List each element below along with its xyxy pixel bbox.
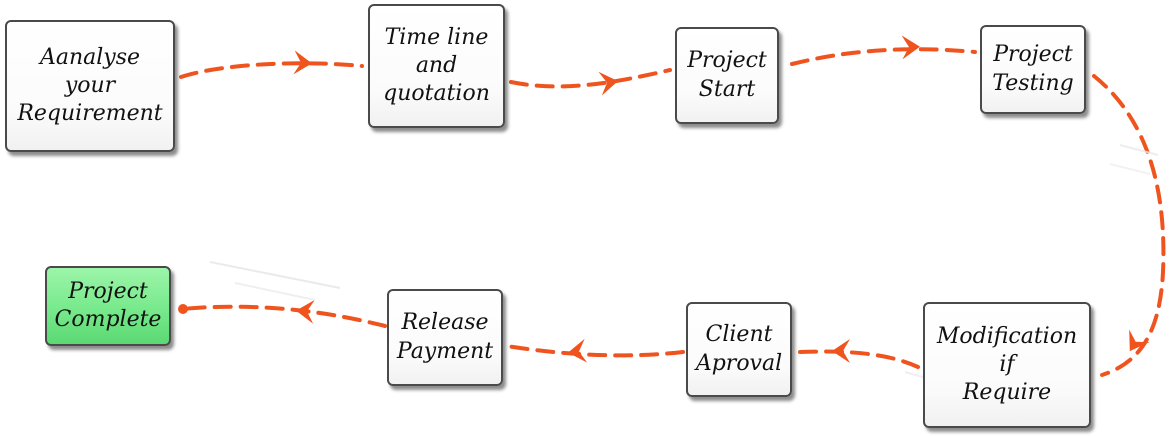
arrowhead-6 xyxy=(568,338,588,363)
step-label: Modification if Require xyxy=(936,323,1078,406)
step-analyse-requirement: Aanalyse your Requirement xyxy=(5,20,175,152)
sheen-line xyxy=(1109,163,1151,175)
step-label: Project Complete xyxy=(54,278,162,332)
connector-start-to-testing xyxy=(790,47,977,66)
sheen-line xyxy=(1119,144,1159,156)
step-project-complete: Project Complete xyxy=(45,266,171,346)
connector-approval-to-payment xyxy=(505,344,685,358)
connectors xyxy=(178,47,1166,377)
arrowhead-4 xyxy=(1129,329,1150,352)
sheen-line xyxy=(234,282,316,301)
arrowhead-5 xyxy=(832,339,850,363)
step-modification: Modification if Require xyxy=(923,302,1091,428)
step-timeline-quotation: Time line and quotation xyxy=(368,4,505,128)
arrowhead-1 xyxy=(293,50,312,75)
step-client-approval: Client Aproval xyxy=(686,302,792,397)
step-project-testing: Project Testing xyxy=(980,25,1086,114)
step-project-start: Project Start xyxy=(675,27,779,124)
decorative-sheens xyxy=(209,144,1159,389)
connector-end-dot xyxy=(178,304,188,314)
step-release-payment: Release Payment xyxy=(387,289,503,386)
step-label: Time line and quotation xyxy=(383,24,490,107)
sheen-line xyxy=(209,261,341,289)
connector-modification-to-approval xyxy=(798,349,920,369)
step-label: Project Start xyxy=(687,48,767,102)
step-label: Aanalyse your Requirement xyxy=(17,44,163,127)
connector-timeline-to-start xyxy=(509,68,672,89)
connector-payment-to-complete xyxy=(180,304,387,328)
connector-testing-to-modification xyxy=(1092,74,1166,377)
arrowhead-7 xyxy=(296,299,315,324)
connector-analyse-to-timeline xyxy=(179,61,364,79)
step-label: Client Aproval xyxy=(695,322,783,376)
arrowhead-3 xyxy=(901,35,920,60)
arrowhead-2 xyxy=(598,71,618,96)
step-label: Release Payment xyxy=(396,310,494,364)
arrowheads xyxy=(293,35,1150,363)
step-label: Project Testing xyxy=(992,42,1074,96)
